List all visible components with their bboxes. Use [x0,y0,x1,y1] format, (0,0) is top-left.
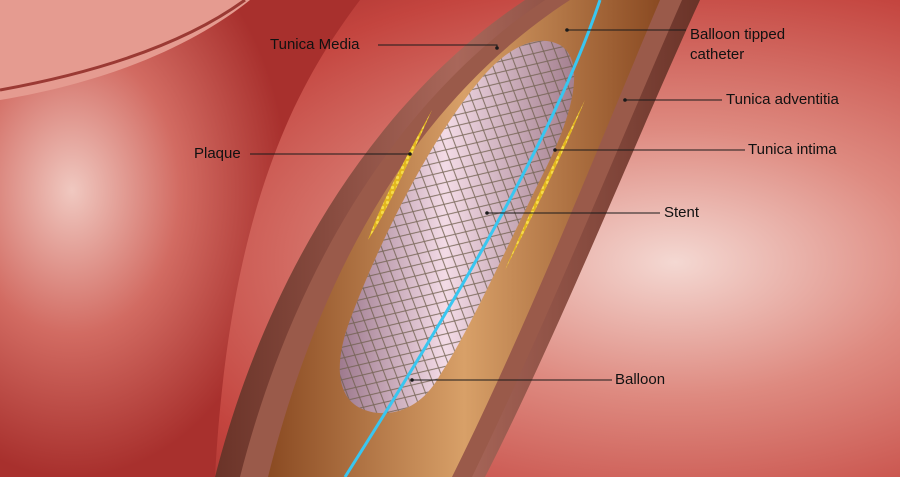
label-balloon: Balloon [615,371,666,388]
label-tunica-adventitia: Tunica adventitia [726,91,839,108]
label-tunica-intima: Tunica intima [748,141,837,158]
label-stent: Stent [664,204,700,221]
label-balloon-tipped-catheter: Balloon tipped catheter [690,26,786,63]
label-tunica-media: Tunica Media [270,36,360,53]
label-plaque: Plaque [194,145,241,162]
